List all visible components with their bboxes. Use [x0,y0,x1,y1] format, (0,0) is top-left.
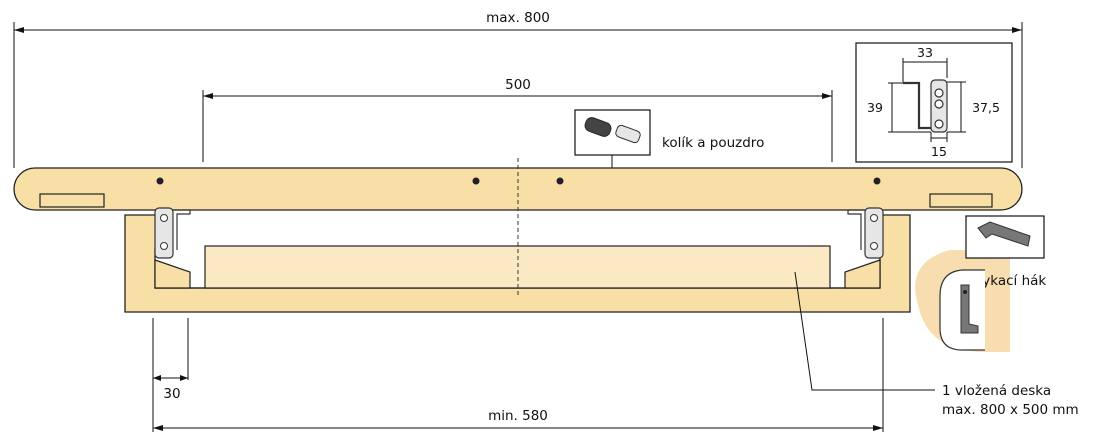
min-width-dimension: min. 580 [153,318,884,432]
board-recess-right [929,193,993,208]
insert-board-callout: 1 vložená deska max. 800 x 500 mm [794,271,1079,418]
dowel-holes [156,177,881,185]
bracket-width-label: 33 [917,45,933,60]
lock-hook-callout: zamykací hák [939,215,1046,351]
board-recess-left [39,193,105,208]
insert-board-label-line1: 1 vložená deska [942,383,1051,399]
dowel-label: kolík a pouzdro [662,135,764,151]
max-width-dimension: max. 800 [13,10,1023,168]
min-width-label: min. 580 [488,408,548,424]
bracket-detail-box: 33 39 37,5 15 [855,42,1013,163]
offset-dimension: 30 [152,318,189,432]
hinge-bracket-right [847,207,884,259]
inner-span-dimension: 500 [202,77,833,162]
offset-label: 30 [163,386,180,402]
bracket-bottom-label: 15 [931,144,947,159]
hinge-bracket-left [154,207,191,259]
inner-span-label: 500 [505,77,531,93]
bracket-height-left-label: 39 [867,100,883,115]
bracket-height-right-label: 37,5 [972,100,1000,115]
insert-board-label-line2: max. 800 x 500 mm [942,402,1079,418]
max-width-label: max. 800 [486,10,550,26]
